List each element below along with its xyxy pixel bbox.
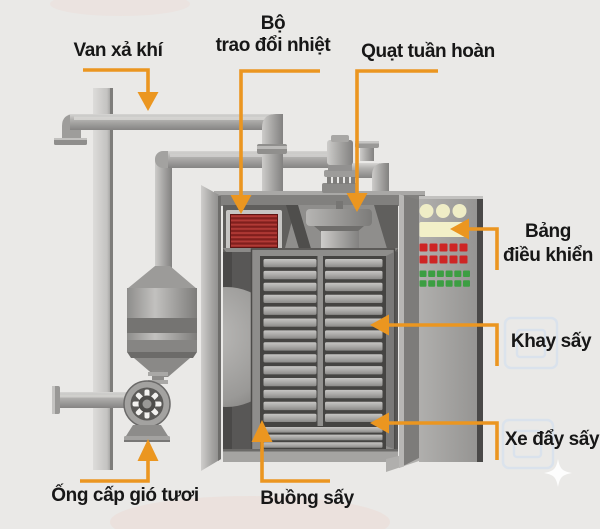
label-drying-trolley: Xe đẩy sấy (504, 429, 600, 450)
fan-outlet-pipe (352, 141, 389, 196)
label-drying-chamber: Buồng sấy (260, 488, 354, 509)
left-door (201, 185, 221, 471)
background-watermark (50, 0, 572, 529)
tray-trolley (263, 427, 383, 448)
right-door (386, 194, 419, 472)
label-air-vent-valve: Van xả khí (73, 40, 163, 61)
separator-tank (127, 266, 197, 377)
label-circulation-fan: Quạt tuần hoàn (361, 41, 495, 62)
drying-cabinet (214, 191, 425, 462)
label-control-panel-line1: Bảng (525, 221, 571, 242)
control-panel (419, 196, 483, 462)
label-heat-exchanger-line2: trao đổi nhiệt (215, 35, 331, 56)
control-panel-arrow (450, 218, 499, 270)
fan-motor (322, 135, 358, 193)
sparkle-icon (544, 459, 572, 487)
label-control-panel-line2: điều khiển (503, 245, 593, 266)
label-heat-exchanger: Bộ trao đổi nhiệt (200, 13, 346, 57)
drying-trays-right-column (325, 259, 383, 422)
label-fresh-air-duct: Ống cấp gió tươi (51, 485, 199, 506)
label-drying-tray: Khay sấy (510, 331, 592, 352)
fresh-air-assembly (52, 370, 171, 442)
panel-display (419, 222, 468, 237)
support-column (93, 88, 113, 470)
panel-green-buttons (419, 270, 470, 287)
air-blower (123, 380, 171, 428)
drying-chamber-arrow (251, 420, 330, 483)
recirculation-pipe (155, 151, 348, 270)
circulation-fan-arrow (346, 69, 438, 212)
air-vent-valve-arrow (83, 68, 159, 111)
annotation-arrows (80, 68, 499, 483)
heat-exchanger (226, 210, 282, 252)
panel-indicator-lights (419, 204, 467, 218)
drying-trays-left-column (263, 259, 317, 422)
watermark-outline-shapes (501, 316, 559, 470)
fresh-air-duct-arrow (80, 439, 159, 483)
fan-drum (223, 287, 257, 407)
heat-exchanger-arrow (230, 69, 320, 214)
drying-trolley-arrow (370, 412, 499, 460)
circulation-fan (306, 201, 372, 249)
exhaust-pipe (54, 114, 287, 196)
panel-red-buttons (419, 243, 468, 264)
drying-tray-arrow (370, 314, 499, 366)
label-control-panel: Bảng điều khiển (498, 220, 598, 268)
label-heat-exchanger-line1: Bộ (260, 13, 286, 34)
tray-rack (250, 248, 396, 452)
